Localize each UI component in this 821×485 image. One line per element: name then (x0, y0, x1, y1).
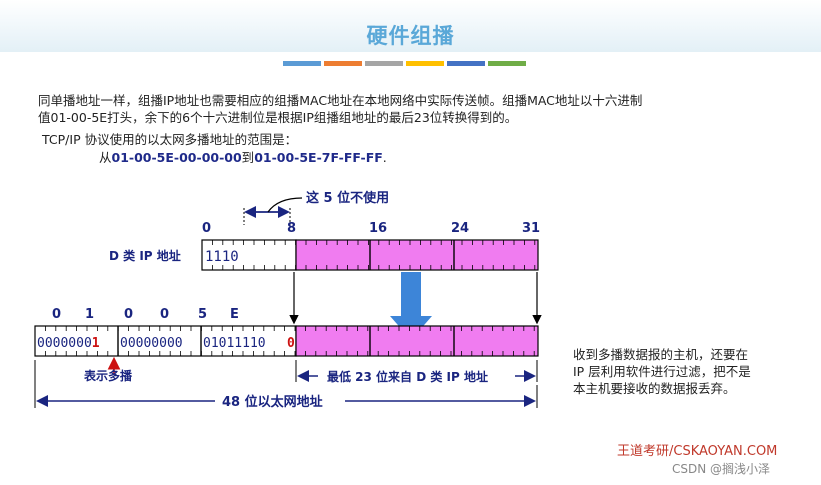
bit-tick: 0 (202, 221, 211, 236)
low23-label: 最低 23 位来自 D 类 IP 地址 (327, 369, 488, 384)
stripe (406, 61, 444, 66)
mapping-down-arrow (390, 272, 432, 340)
ip-low23-field (295, 239, 539, 271)
mac-bits-group-a: 0000000 (37, 336, 92, 351)
paragraph-line-2: 值01-00-5E打头，余下的6个十六进制位是根据IP组播组地址的最后23位转换… (38, 110, 518, 125)
mac-low23-field (295, 325, 539, 357)
mac-zero-bit: 0 (287, 336, 295, 351)
mac48-label: 48 位以太网地址 (222, 394, 323, 410)
bit-tick: 31 (522, 221, 540, 236)
side-note: 收到多播数据报的主机，还要在 IP 层利用软件进行过滤，把不是 本主机要接收的数… (573, 346, 778, 397)
mac-bits-group-c: 01011110 (203, 336, 266, 351)
bit-tick: 16 (369, 221, 387, 236)
stripe (447, 61, 485, 66)
brand-footer: 王道考研/CSKAOYAN.COM (617, 444, 778, 459)
stripe (324, 61, 362, 66)
mac-prefix-field (34, 325, 297, 357)
hex-label: 0 (160, 307, 169, 322)
side-note-line: IP 层利用软件进行过滤，把不是 (573, 364, 751, 379)
hex-label: 5 (198, 307, 207, 322)
range-start: 01-00-5E-00-00-00 (111, 150, 242, 165)
range-to: 到 (241, 150, 255, 165)
hex-label: 0 (124, 307, 133, 322)
stripe (365, 61, 403, 66)
mac-address-bar: 00000001 00000000 01011110 0 (34, 325, 539, 357)
bit-tick: 8 (287, 221, 296, 236)
mac-bits-text: 00000001 (37, 336, 100, 351)
title-band (0, 0, 821, 52)
range-suffix: . (382, 150, 387, 165)
range-from: 从 (99, 150, 112, 165)
side-note-line: 本主机要接收的数据报丢弃。 (573, 381, 736, 396)
hex-label: 0 (52, 307, 61, 322)
mac-bits-group-b: 00000000 (120, 336, 183, 351)
hex-label: E (230, 307, 239, 322)
hex-label: 1 (85, 307, 94, 322)
paragraph-line-1: 同单播地址一样，组播IP地址也需要相应的组播MAC地址在本地网络中实际传送帧。组… (38, 93, 643, 108)
mac-bit-ticks (45, 326, 535, 356)
bit-tick: 24 (451, 221, 469, 236)
unused-bits-label: 这 5 位不使用 (306, 190, 389, 206)
color-stripes (283, 61, 526, 66)
range-label: TCP/IP 协议使用的以太网多播地址的范围是： (42, 132, 298, 147)
ip-bit-ticks (211, 240, 536, 270)
ip-address-label: D 类 IP 地址 (109, 248, 181, 263)
mac-multicast-bit: 1 (92, 336, 100, 351)
side-note-line: 收到多播数据报的主机，还要在 (573, 347, 749, 362)
stripe (283, 61, 321, 66)
ip-prefix-bits: 1110 (205, 249, 239, 265)
slide-title: 硬件组播 (366, 24, 455, 48)
range-line: 从01-00-5E-00-00-00到01-00-5E-7F-FF-FF. (99, 147, 387, 166)
ip-address-bar: 1110 (201, 239, 539, 271)
unused-pointer-curve (267, 197, 303, 213)
csdn-watermark: CSDN @搁浅小泽 (672, 462, 771, 476)
multicast-label: 表示多播 (83, 368, 133, 383)
range-end: 01-00-5E-7F-FF-FF (254, 150, 383, 165)
stripe (488, 61, 526, 66)
